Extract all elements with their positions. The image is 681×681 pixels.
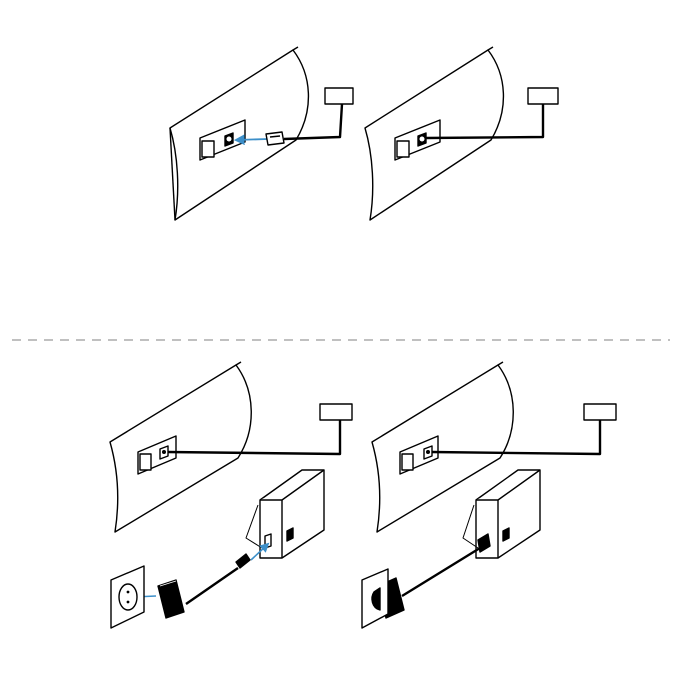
terminal-box xyxy=(528,88,558,104)
panel-bottom-left xyxy=(110,362,352,628)
converter-box-icon xyxy=(246,470,324,558)
panel-top-right xyxy=(365,47,558,220)
panel-bottom-right xyxy=(362,362,616,628)
wall-device-icon xyxy=(110,362,251,532)
converter-box-icon xyxy=(463,470,540,558)
terminal-box xyxy=(325,88,353,104)
power-adapter-icon xyxy=(158,554,250,618)
terminal-box xyxy=(320,404,352,420)
cable-plug-icon xyxy=(266,132,284,145)
wall-outlet-icon xyxy=(111,566,144,628)
wall-device-icon xyxy=(365,47,503,220)
insert-arrow xyxy=(236,139,268,140)
wall-outlet-icon xyxy=(362,569,388,628)
panel-top-left xyxy=(170,47,353,220)
power-adapter-icon xyxy=(378,548,480,618)
wall-device-icon xyxy=(170,47,308,220)
terminal-box xyxy=(584,404,616,420)
